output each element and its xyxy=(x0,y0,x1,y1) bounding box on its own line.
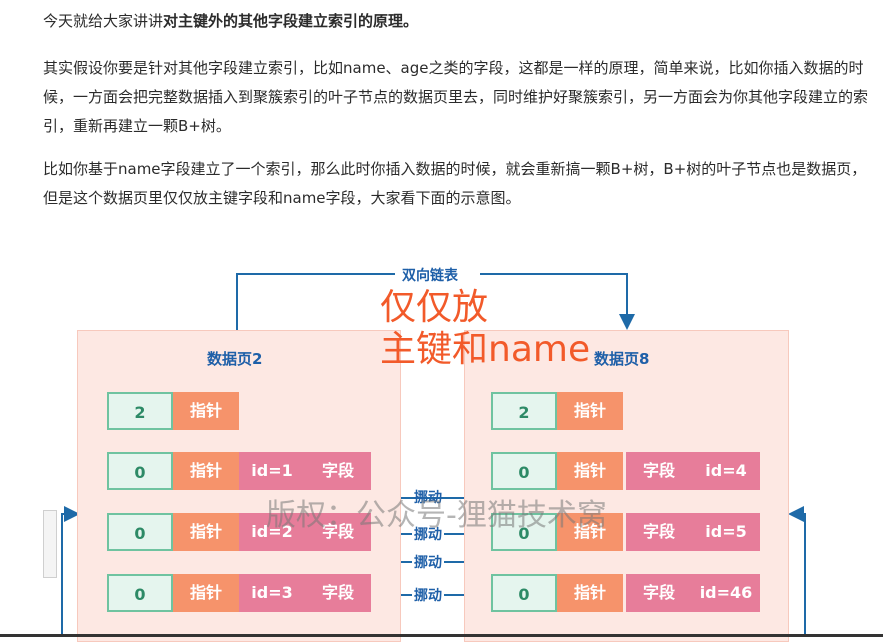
left-row1-pointer: 指针 xyxy=(173,392,239,430)
right-page-title: 数据页8 xyxy=(594,350,650,368)
left-row3-field: 字段 xyxy=(305,513,371,551)
right-row3-pointer: 指针 xyxy=(557,513,623,551)
left-row1-number: 2 xyxy=(107,392,173,430)
right-row2-id: id=4 xyxy=(692,452,760,490)
move-label-1: 挪动 xyxy=(414,490,442,506)
left-row2-id: id=1 xyxy=(239,452,305,490)
watermark: 版权：公众号-狸猫技术窝 xyxy=(266,498,607,533)
left-row4-number: 0 xyxy=(107,574,173,612)
left-row2-field: 字段 xyxy=(305,452,371,490)
left-row2-pointer: 指针 xyxy=(173,452,239,490)
left-row4-id: id=3 xyxy=(239,574,305,612)
right-row2-field: 字段 xyxy=(626,452,692,490)
intro-paragraph: 今天就给大家讲讲对主键外的其他字段建立索引的原理。 xyxy=(43,7,418,36)
right-row3-field: 字段 xyxy=(626,513,692,551)
intro-bold: 对主键外的其他字段建立索引的原理。 xyxy=(163,12,419,30)
side-box-left xyxy=(43,510,57,578)
right-row3-id: id=5 xyxy=(692,513,760,551)
move-label-3: 挪动 xyxy=(412,552,444,572)
left-row3-id: id=2 xyxy=(239,513,305,551)
right-row1-number: 2 xyxy=(491,392,557,430)
right-row4-field: 字段 xyxy=(626,574,692,612)
right-row4-id: id=46 xyxy=(692,574,760,612)
left-row3-number: 0 xyxy=(107,513,173,551)
paragraph-2: 比如你基于name字段建立了一个索引，那么此时你插入数据的时候，就会重新搞一颗B… xyxy=(43,160,867,207)
bottom-border xyxy=(0,634,883,637)
annotation-line-2: 主键和name xyxy=(380,329,591,370)
right-row1-pointer: 指针 xyxy=(557,392,623,430)
move-label-4: 挪动 xyxy=(412,585,444,605)
right-row2-pointer: 指针 xyxy=(557,452,623,490)
right-row4-number: 0 xyxy=(491,574,557,612)
left-row4-field: 字段 xyxy=(305,574,371,612)
left-row2-number: 0 xyxy=(107,452,173,490)
linked-list-label: 双向链表 xyxy=(400,265,460,285)
right-row2-number: 0 xyxy=(491,452,557,490)
right-row4-pointer: 指针 xyxy=(557,574,623,612)
left-row3-pointer: 指针 xyxy=(173,513,239,551)
annotation-line-1: 仅仅放 xyxy=(380,287,489,328)
intro-prefix: 今天就给大家讲讲 xyxy=(43,12,164,30)
right-row3-number: 0 xyxy=(491,513,557,551)
index-diagram: 双向链表 数据页2 数据页8 2 指针 0 指针 id=1 字段 0 指针 id… xyxy=(40,262,883,642)
left-row4-pointer: 指针 xyxy=(173,574,239,612)
move-label-2: 挪动 xyxy=(412,524,444,544)
left-page-title: 数据页2 xyxy=(207,350,263,368)
paragraph-1: 其实假设你要是针对其他字段建立索引，比如name、age之类的字段，这都是一样的… xyxy=(43,59,869,135)
